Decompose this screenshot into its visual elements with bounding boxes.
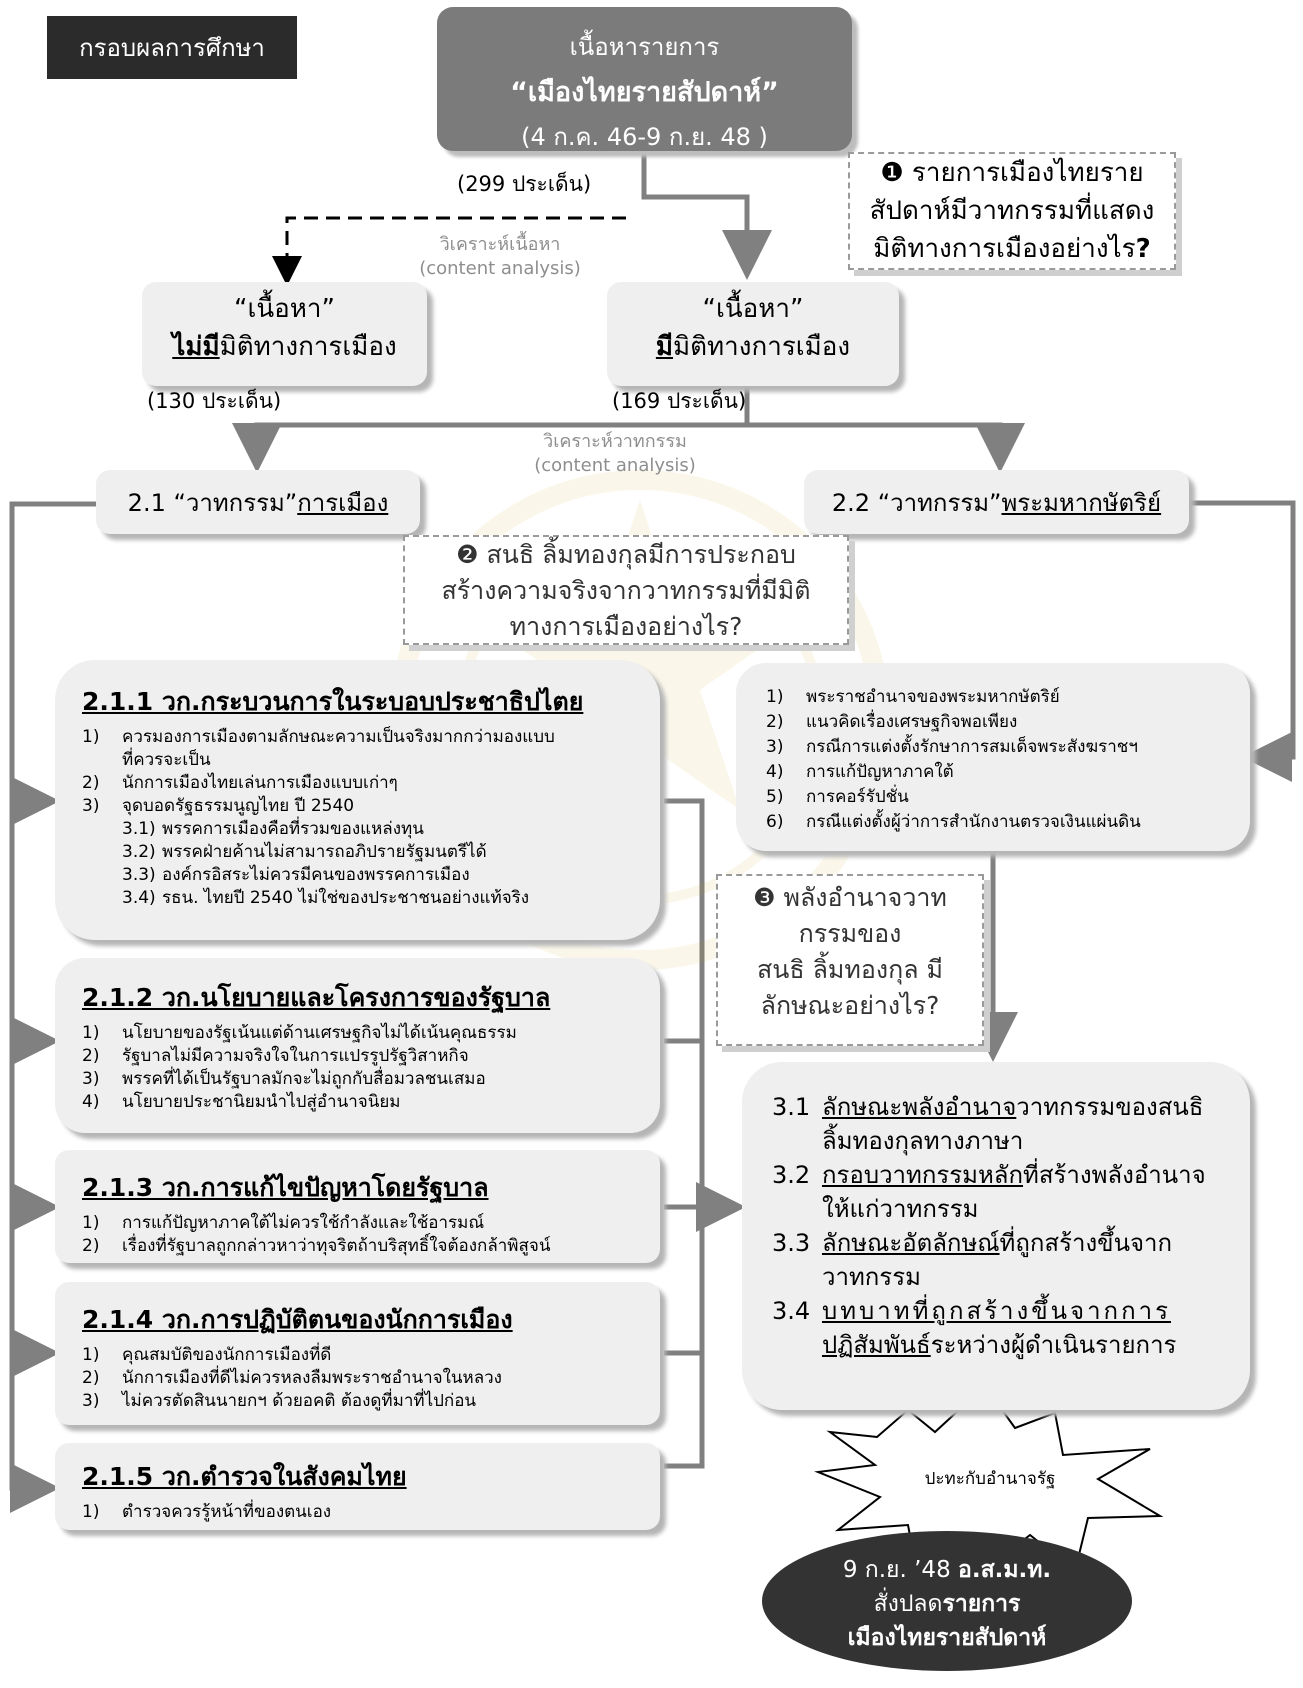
list-item: 1)ควรมองการเมืองตามลักษณะความเป็นจริงมาก…: [82, 727, 555, 747]
list-item: 2)รัฐบาลไม่มีความจริงใจในการแปรรูปรัฐวิส…: [82, 1046, 469, 1066]
q2-line-1: ❷ สนธิ ลิ้มทองกุลมีการประกอบ: [456, 540, 796, 569]
q1-line-3-text: มิติทางการเมืองอย่างไร: [873, 234, 1136, 264]
list-item: 2)นักการเมืองที่ดีไม่ควรหลงลืมพระราชอำนา…: [82, 1368, 502, 1388]
has-dim-underlined: มี: [655, 332, 674, 362]
section-2-1-1-list: 1)ควรมองการเมืองตามลักษณะความเป็นจริงมาก…: [82, 726, 660, 910]
has-dim-line-2: มีมิติทางการเมือง: [607, 328, 899, 366]
monarchy-discourse-box: 2.2 “วาทกรรม” พระมหากษัตริย์: [804, 470, 1189, 534]
section-2-1-5-list: 1)ตำรวจควรรู้หน้าที่ของตนเอง: [82, 1501, 660, 1524]
question-2-box: ❷ สนธิ ลิ้มทองกุลมีการประกอบ สร้างความจร…: [403, 535, 849, 645]
list-item: 4)นโยบายประชานิยมนำไปสู่อำนาจนิยม: [82, 1092, 401, 1112]
question-1-box: ❶ รายการเมืองไทยราย สัปดาห์มีวาทกรรมที่แ…: [848, 152, 1176, 270]
section-2-1-2-title: 2.1.2 วก.นโยบายและโครงการของรัฐบาล: [82, 983, 551, 1012]
clash-with-state-label: ปะทะกับอำนาจรัฐ: [924, 1469, 1056, 1489]
q3-line-3: สนธิ ลิ้มทองกุล มี: [757, 955, 943, 984]
section-2-1-4-title: 2.1.4 วก.การปฏิบัติตนของนักการเมือง: [82, 1305, 513, 1334]
list-item: 2)เรื่องที่รัฐบาลถูกกล่าวหาว่าทุจริตถ้าบ…: [82, 1236, 551, 1256]
list-item: 1)คุณสมบัติของนักการเมืองที่ดี: [82, 1345, 332, 1365]
q2-line-2: สร้างความจริงจากวาทกรรมที่มีมิติ: [441, 576, 811, 605]
section-2-1-5-box: 2.1.5 วก.ตำรวจในสังคมไทย 1)ตำรวจควรรู้หน…: [55, 1443, 660, 1530]
section-2-1-2-list: 1)นโยบายของรัฐเน้นแต่ด้านเศรษฐกิจไม่ได้เ…: [82, 1022, 660, 1114]
section-2-1-1-box: 2.1.1 วก.กระบวนการในระบอบประชาธิปไตย 1)ค…: [55, 660, 660, 940]
count-total: (299 ประเด็น): [457, 172, 592, 196]
list-item: ที่ควรจะเป็น: [122, 750, 211, 770]
no-dim-line-2: ไม่มีมิติทางการเมือง: [142, 328, 427, 366]
no-dim-line-1: “เนื้อหา”: [234, 294, 335, 324]
content-analysis-line-1: วิเคราะห์เนื้อหา: [439, 234, 561, 255]
list-item: 2)นักการเมืองไทยเล่นการเมืองแบบเก่าๆ: [82, 773, 398, 793]
list-item: 3)ไม่ควรตัดสินนายกฯ ด้วยอคติ ต้องดูที่มา…: [82, 1391, 477, 1411]
top-line-2: “เมืองไทยรายสัปดาห์”: [510, 77, 779, 108]
list-item: 3)จุดบอดรัฐธรรมนูญไทย ปี 2540: [82, 796, 355, 816]
oval-line-3: เมืองไทยรายสัปดาห์: [847, 1625, 1047, 1651]
section-2-1-1-title: 2.1.1 วก.กระบวนการในระบอบประชาธิปไตย: [82, 687, 584, 716]
monarchy-topics-list: 1)พระราชอำนาจของพระมหากษัตริย์ 2)แนวคิดเ…: [766, 685, 1250, 835]
list-item: 3)กรณีการแต่งตั้งรักษาการสมเด็จพระสังฆรา…: [766, 737, 1138, 757]
top-line-3: (4 ก.ค. 46-9 ก.ย. 48 ): [521, 123, 768, 151]
list-item: 1)นโยบายของรัฐเน้นแต่ด้านเศรษฐกิจไม่ได้เ…: [82, 1023, 517, 1043]
section-2-1-4-box: 2.1.4 วก.การปฏิบัติตนของนักการเมือง 1)คุ…: [55, 1282, 660, 1425]
list-subitem: 3.2)พรรคฝ่ายค้านไม่สามารถอภิปรายรัฐมนตรี…: [122, 842, 487, 862]
question-3-box: ❸ พลังอำนาจวาท กรรมของ สนธิ ลิ้มทองกุล ม…: [716, 874, 984, 1046]
count-no-dim: (130 ประเด็น): [147, 389, 282, 413]
has-dim-line-1: “เนื้อหา”: [702, 294, 804, 324]
list-item: 1)พระราชอำนาจของพระมหากษัตริย์: [766, 687, 1060, 707]
discourse-analysis-line-2: (content analysis): [534, 455, 696, 476]
q1-line-1: ❶ รายการเมืองไทยราย: [880, 158, 1144, 188]
discourse-analysis-label: วิเคราะห์วาทกรรม (content analysis): [500, 430, 730, 478]
q1-line-3: มิติทางการเมืองอย่างไร?: [850, 230, 1174, 268]
program-content-box: เนื้อหารายการ “เมืองไทยรายสัปดาห์” (4 ก.…: [437, 7, 852, 151]
list-item: 2)แนวคิดเรื่องเศรษฐกิจพอเพียง: [766, 712, 1018, 732]
q2-line-3: ทางการเมืองอย่างไร?: [509, 612, 743, 641]
list-subitem: 3.4)รธน. ไทยปี 2540 ไม่ใช่ของประชาชนอย่า…: [122, 888, 530, 908]
monarchy-topics-box: 1)พระราชอำนาจของพระมหากษัตริย์ 2)แนวคิดเ…: [736, 663, 1250, 851]
q3-line-2: กรรมของ: [798, 919, 902, 948]
q1-line-2: สัปดาห์มีวาทกรรมที่แสดง: [869, 196, 1155, 226]
has-dim-rest: มิติทางการเมือง: [673, 332, 851, 362]
list-item: 4)การแก้ปัญหาภาคใต้: [766, 762, 954, 782]
section-2-1-5-title: 2.1.5 วก.ตำรวจในสังคมไทย: [82, 1462, 407, 1491]
list-item: 1)ตำรวจควรรู้หน้าที่ของตนเอง: [82, 1502, 332, 1522]
content-analysis-label: วิเคราะห์เนื้อหา (content analysis): [400, 233, 600, 281]
discourse-analysis-line-1: วิเคราะห์วาทกรรม: [543, 431, 687, 452]
no-dim-underlined: ไม่มี: [172, 332, 220, 362]
list-item: 3)พรรคที่ได้เป็นรัฐบาลมักจะไม่ถูกกับสื่อ…: [82, 1069, 486, 1089]
count-has-dim: (169 ประเด็น): [612, 389, 747, 413]
no-political-dimension-box: “เนื้อหา” ไม่มีมิติทางการเมือง: [142, 282, 427, 386]
list-item: 5)การคอร์รัปชั่น: [766, 787, 909, 807]
b21-underlined: การเมือง: [297, 488, 389, 517]
section-2-1-3-list: 1)การแก้ปัญหาภาคใต้ไม่ควรใช้กำลังและใช้อ…: [82, 1212, 660, 1258]
list-item: 1)การแก้ปัญหาภาคใต้ไม่ควรใช้กำลังและใช้อ…: [82, 1213, 485, 1233]
section-2-1-2-box: 2.1.2 วก.นโยบายและโครงการของรัฐบาล 1)นโย…: [55, 958, 660, 1133]
b21-prefix: 2.1 “วาทกรรม”: [127, 488, 298, 517]
section-2-1-3-box: 2.1.3 วก.การแก้ไขปัญหาโดยรัฐบาล 1)การแก้…: [55, 1150, 660, 1263]
no-dim-rest: มิติทางการเมือง: [219, 332, 397, 362]
q3-line-1: ❸ พลังอำนาจวาท: [753, 883, 947, 912]
content-analysis-line-2: (content analysis): [419, 258, 581, 279]
has-political-dimension-box: “เนื้อหา” มีมิติทางการเมือง: [607, 282, 899, 386]
list-subitem: 3.1)พรรคการเมืองคือที่รวมของแหล่งทุน: [122, 819, 424, 839]
oval-line-1: 9 ก.ย. ’48 อ.ส.ม.ท.: [842, 1557, 1052, 1583]
b22-prefix: 2.2 “วาทกรรม”: [831, 488, 1002, 517]
oval-line-2: สั่งปลดรายการ: [873, 1591, 1021, 1617]
list-subitem: 3.3)องค์กรอิสระไม่ควรมีคนของพรรคการเมือง: [122, 865, 470, 885]
section-2-1-4-list: 1)คุณสมบัติของนักการเมืองที่ดี 2)นักการเ…: [82, 1344, 660, 1413]
q1-question-mark: ?: [1135, 234, 1151, 264]
outcome-oval: 9 ก.ย. ’48 อ.ส.ม.ท. สั่งปลดรายการ เมืองไ…: [762, 1531, 1132, 1671]
q3-line-4: ลักษณะอย่างไร?: [760, 991, 940, 1020]
b22-underlined: พระมหากษัตริย์: [1001, 488, 1162, 517]
list-item: 6)กรณีแต่งตั้งผู้ว่าการสำนักงานตรวจเงินแ…: [766, 812, 1141, 832]
political-discourse-box: 2.1 “วาทกรรม”การเมือง: [96, 470, 420, 534]
frame-title-label: กรอบผลการศึกษา: [47, 16, 297, 79]
top-line-1: เนื้อหารายการ: [569, 33, 720, 61]
section-2-1-3-title: 2.1.3 วก.การแก้ไขปัญหาโดยรัฐบาล: [82, 1173, 489, 1202]
